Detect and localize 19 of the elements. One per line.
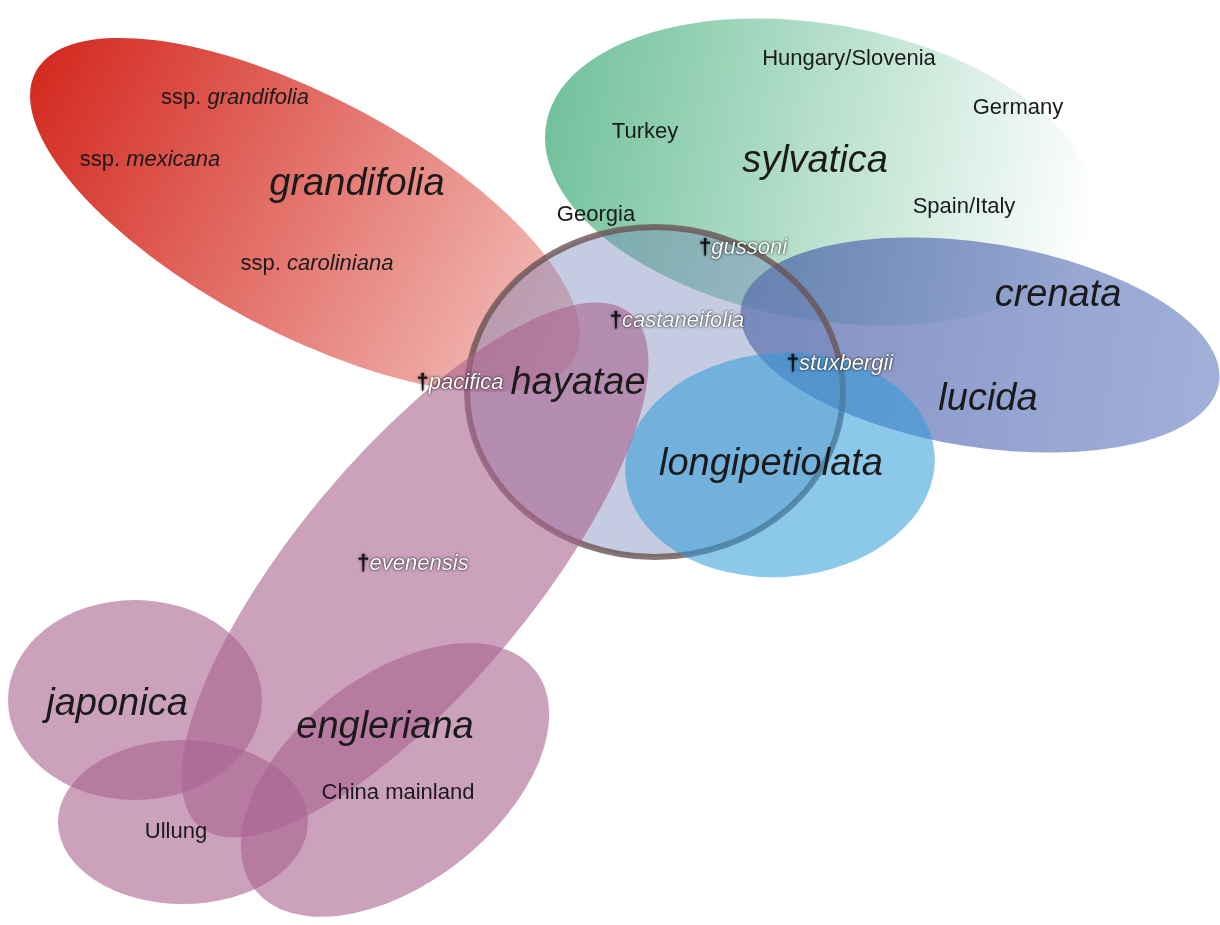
species-name: sylvatica: [742, 139, 888, 181]
species-name: engleriana: [296, 705, 474, 747]
subspecies-name: ssp. grandifolia: [161, 84, 309, 110]
place-name: Spain/Italy: [912, 193, 1016, 219]
fossil-taxon-name: †evenensis: [357, 550, 469, 576]
place-name: Ullung: [144, 818, 208, 844]
species-name: hayatae: [510, 361, 646, 403]
fossil-taxon-name: †stuxbergii: [786, 350, 894, 376]
place-name: China mainland: [321, 779, 475, 805]
fossil-taxon-name: †pacifica: [416, 369, 504, 395]
subspecies-name: ssp. caroliniana: [240, 250, 394, 276]
place-name: Turkey: [611, 118, 679, 144]
species-name: longipetiolata: [659, 442, 883, 484]
species-name: crenata: [994, 273, 1122, 315]
species-name: grandifolia: [269, 162, 445, 204]
subspecies-name: ssp. mexicana: [79, 146, 221, 172]
place-name: Germany: [972, 94, 1064, 120]
species-name: lucida: [938, 377, 1038, 419]
place-name: Hungary/Slovenia: [762, 45, 936, 71]
